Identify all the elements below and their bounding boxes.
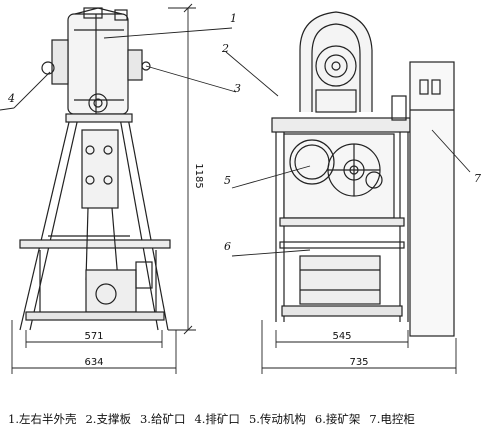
legend-item: 2.支撑板 — [85, 412, 131, 426]
dim-front-outer: 634 — [84, 357, 103, 368]
side-view — [271, 11, 455, 337]
front-view — [19, 7, 171, 331]
parts-legend: 1.左右半外壳 2.支撑板 3.给矿口 4.排矿口 5.传动机构 6.接矿架 7… — [0, 404, 497, 434]
legend-item: 6.接矿架 — [314, 412, 361, 426]
dim-side-outer: 735 — [349, 357, 368, 368]
callout-2: 2 — [221, 42, 229, 55]
callout-5: 5 — [224, 174, 231, 187]
legend-item: 5.传动机构 — [248, 412, 306, 426]
dim-front-inner: 571 — [84, 331, 103, 342]
machine-drawing: 1185 571 634 545 735 1 2 3 4 5 6 7 — [0, 3, 481, 374]
callout-3: 3 — [234, 82, 241, 95]
callout-7: 7 — [474, 172, 481, 185]
legend-item: 4.排矿口 — [194, 412, 240, 426]
dim-height: 1185 — [193, 163, 204, 188]
callout-1: 1 — [230, 12, 237, 25]
callout-4: 4 — [7, 92, 15, 105]
legend-item: 1.左右半外壳 — [8, 412, 77, 426]
legend-item: 3.给矿口 — [139, 412, 186, 426]
dim-side-inner: 545 — [332, 331, 351, 342]
legend-item: 7.电控柜 — [369, 412, 415, 426]
callout-6: 6 — [224, 240, 231, 253]
